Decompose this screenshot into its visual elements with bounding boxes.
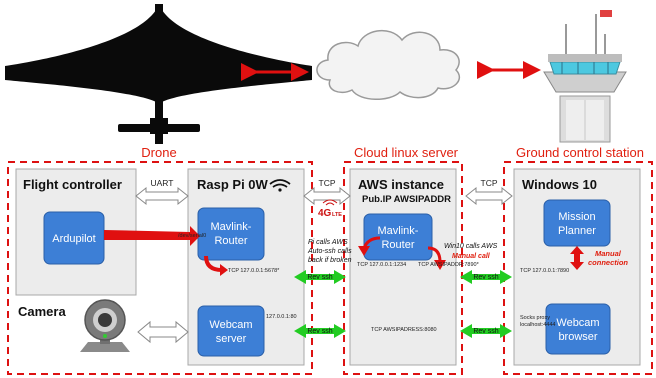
aws-inbound-arrow	[358, 236, 381, 256]
camera-title: Camera	[18, 304, 66, 319]
group-title-cloud: Cloud linux server	[354, 145, 459, 160]
rev-ssh-label-4: Rev ssh	[473, 328, 498, 335]
rev-ssh-arrow-4	[460, 324, 512, 338]
control-tower-icon	[543, 10, 627, 143]
cloud-icon	[316, 29, 461, 100]
flight-controller-title: Flight controller	[23, 177, 122, 192]
rev-ssh-label-2: Rev ssh	[473, 274, 498, 281]
mavlink-router-aws-box	[363, 213, 433, 261]
drone-group-border	[7, 161, 313, 375]
mavlink-router-aws-label-2: Router	[381, 239, 414, 251]
webcam-server-label-1: Webcam	[209, 319, 252, 331]
win-note: Win10 calls AWS	[444, 243, 498, 250]
mavlink-router-pi-label-2: Router	[214, 235, 247, 247]
pi-note-line-3: back if broken	[308, 257, 352, 264]
rev-ssh-label-3: Rev ssh	[307, 328, 332, 335]
pi-outbound-arrow	[204, 255, 228, 276]
aws-outbound-arrow	[427, 246, 446, 270]
rev-ssh-arrow-3	[294, 324, 346, 338]
socks-proxy-line-1: Socks proxy	[520, 315, 550, 321]
tcp-aws-web-label: TCP AWSIPADRESS:8080	[371, 327, 437, 333]
mission-planner-label-2: Planner	[558, 225, 596, 237]
webcam-icon	[80, 299, 130, 352]
manual-connection-line-1: Manual	[595, 249, 622, 258]
cloud-group-border	[343, 161, 463, 375]
manual-connection-arrow	[570, 246, 584, 270]
aws-subtitle: Pub.IP AWSIPADDR	[362, 194, 451, 205]
4g-lte-icon: 4G LTE	[318, 199, 342, 219]
socks-proxy-line-2: localhost:4444	[520, 322, 555, 328]
gcs-group-border	[503, 161, 653, 375]
webcam-server-label-2: server	[216, 333, 247, 345]
pi-note-line-2: Auto-ssh calls	[307, 248, 352, 255]
wifi-icon	[269, 179, 291, 192]
manual-call-label: Manual call	[452, 253, 491, 260]
mission-planner-label-1: Mission	[558, 211, 595, 223]
tcp-aws-local-label: TCP 127.0.0.1:1234	[357, 262, 406, 268]
tcp-win-label: TCP 127.0.0.1:7890	[520, 268, 569, 274]
tcp-pi-mav-label: TCP 127.0.0.1:5678*	[228, 268, 280, 274]
ardupilot-label: Ardupilot	[52, 233, 95, 245]
aws-title: AWS instance	[358, 177, 444, 192]
4g-label: 4G	[318, 208, 332, 219]
drone-icon	[5, 4, 312, 144]
pi-note-line-1: Pi calls AWS	[308, 239, 348, 246]
mission-planner-box	[543, 199, 611, 247]
tcp-left-arrow	[303, 186, 351, 206]
group-title-drone: Drone	[141, 145, 176, 160]
group-title-gcs: Ground control station	[516, 145, 644, 160]
mavlink-router-aws-label-1: Mavlink-	[378, 225, 419, 237]
mavlink-router-pi-label-1: Mavlink-	[211, 221, 252, 233]
rev-ssh-label-1: Rev ssh	[307, 274, 332, 281]
manual-connection-line-2: connection	[588, 258, 628, 267]
webcam-browser-label-1: Webcam	[556, 317, 599, 329]
serial-arrow	[104, 226, 200, 246]
mavlink-router-pi-box	[197, 207, 265, 261]
serial-label: /dev/serial0	[178, 233, 206, 239]
camera-link-arrow	[137, 320, 189, 344]
tcp-left-label: TCP	[319, 178, 336, 188]
windows-title: Windows 10	[522, 177, 597, 192]
uart-label: UART	[151, 178, 174, 188]
tcp-aws-pub-label: TCP AWSIPADDR:7890*	[418, 262, 480, 268]
tcp-right-label: TCP	[481, 178, 498, 188]
lte-label: LTE	[332, 212, 342, 218]
webcam-browser-label-2: browser	[558, 331, 597, 343]
rev-ssh-arrow-1	[294, 270, 346, 284]
tcp-right-arrow	[465, 186, 513, 206]
tcp-pi-web-label: 127.0.0.1:80	[266, 314, 297, 320]
uart-arrow	[135, 186, 189, 206]
webcam-server-box	[197, 305, 265, 357]
raspi-title: Rasp Pi 0W	[197, 177, 269, 192]
webcam-browser-box	[545, 303, 611, 355]
rev-ssh-arrow-2	[460, 270, 512, 284]
